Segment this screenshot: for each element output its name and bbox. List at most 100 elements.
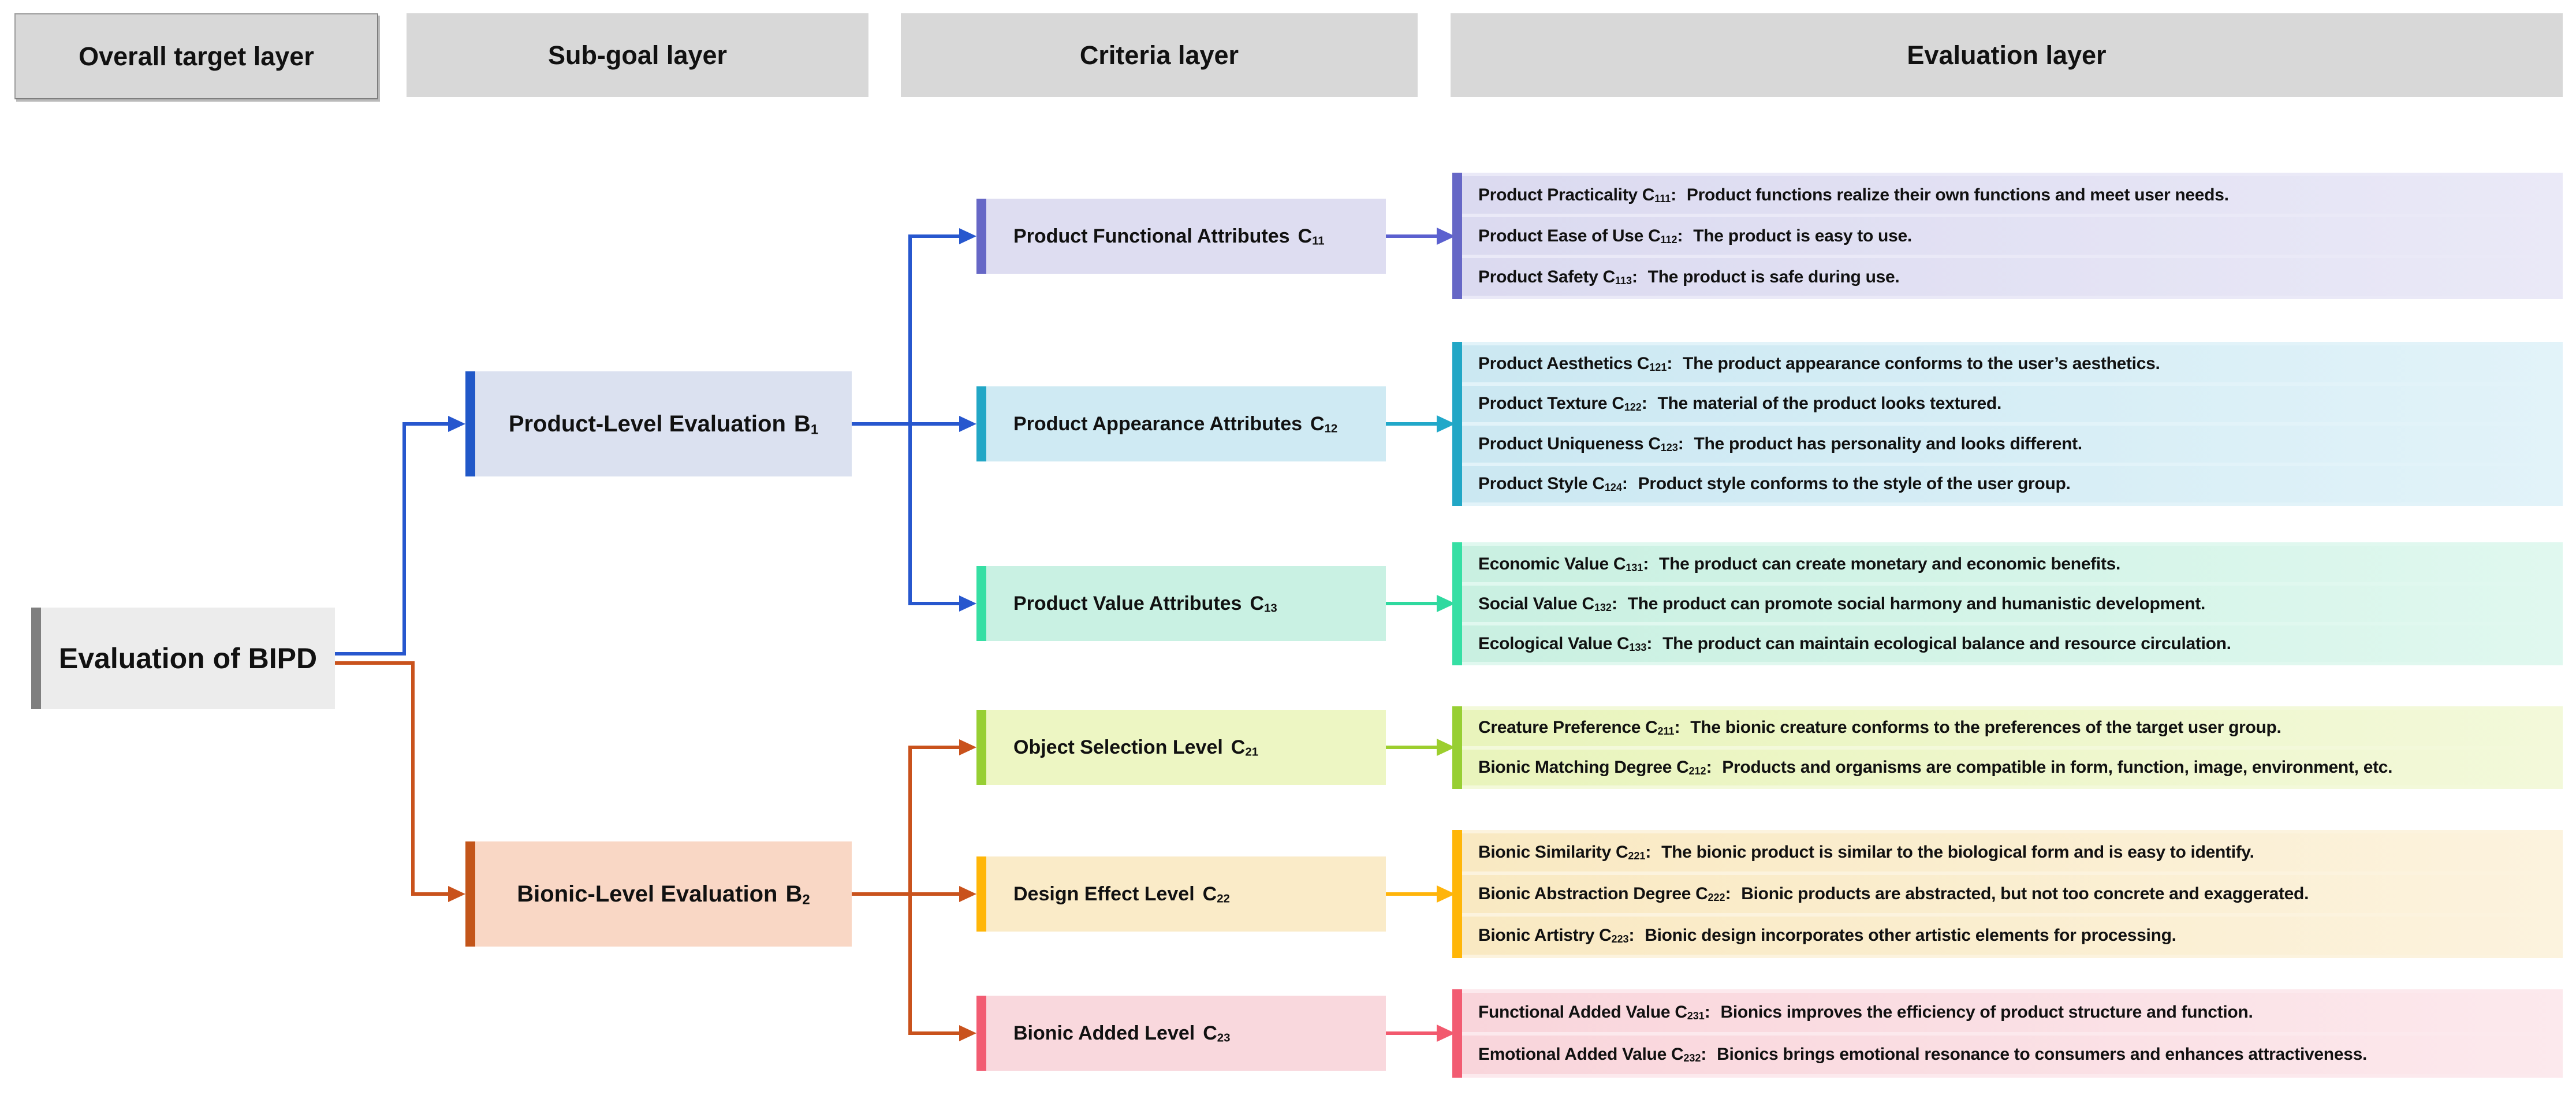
evaluation-item-label: Product Safety C113: (1478, 267, 1638, 286)
evaluation-item-desc: The product can promote social harmony a… (1627, 594, 2206, 613)
accent-bar (976, 566, 986, 641)
evaluation-item: Product Practicality C111: Product functi… (1462, 176, 2563, 214)
evaluation-item-label: Product Practicality C111: (1478, 185, 1676, 204)
header-label: Evaluation layer (1907, 40, 2107, 70)
evaluation-item-desc: Bionic products are abstracted, but not … (1741, 884, 2309, 903)
evaluation-item-desc: The bionic product is similar to the bio… (1661, 843, 2254, 862)
evaluation-panel-c23: Functional Added Value C231: Bionics impr… (1452, 989, 2563, 1078)
accent-bar (976, 710, 986, 785)
evaluation-item-desc: The material of the product looks textur… (1657, 394, 2001, 414)
evaluation-item-desc: Bionic design incorporates other artisti… (1645, 926, 2176, 945)
evaluation-item-desc: Bionics brings emotional resonance to co… (1717, 1045, 2368, 1064)
accent-bar (1452, 542, 1462, 665)
evaluation-item: Product Ease of Use C112: The product is … (1462, 217, 2563, 255)
accent-bar (1452, 830, 1462, 958)
evaluation-item: Bionic Abstraction Degree C222: Bionic pr… (1462, 875, 2563, 913)
evaluation-item: Bionic Matching Degree C212: Products and… (1462, 749, 2563, 785)
evaluation-item-desc: Product functions realize their own func… (1686, 185, 2229, 204)
header-sub-goal-layer: Sub-goal layer (407, 13, 868, 97)
product-branch-connectors (335, 228, 976, 655)
evaluation-item: Ecological Value C133: The product can ma… (1462, 625, 2563, 662)
evaluation-item-desc: Bionics improves the efficiency of produ… (1720, 1002, 2253, 1022)
header-label: Overall target layer (79, 41, 314, 71)
target-label: Evaluation of BIPD (58, 642, 318, 675)
evaluation-item-desc: The product is safe during use. (1647, 267, 1900, 286)
evaluation-item: Product Safety C113: The product is safe … (1462, 258, 2563, 296)
evaluation-panel-c11: Product Practicality C111: Product functi… (1452, 173, 2563, 299)
evaluation-item-label: Bionic Artistry C223: (1478, 926, 1635, 945)
evaluation-item-desc: The product can create monetary and econ… (1659, 554, 2121, 573)
accent-bar (1452, 706, 1462, 789)
evaluation-item-label: Bionic Matching Degree C212: (1478, 757, 1712, 777)
evaluation-item-desc: The product is easy to use. (1693, 226, 1912, 245)
bionic-branch-connectors (335, 661, 976, 1041)
evaluation-item: Product Aesthetics C121: The product appe… (1462, 345, 2563, 382)
evaluation-item-label: Bionic Similarity C221: (1478, 843, 1652, 862)
evaluation-panel-c13: Economic Value C131: The product can crea… (1452, 542, 2563, 665)
evaluation-item-desc: The product can maintain ecological bala… (1662, 634, 2231, 653)
evaluation-item-label: Product Ease of Use C112: (1478, 226, 1683, 245)
evaluation-item: Bionic Similarity C221: The bionic produc… (1462, 833, 2563, 871)
evaluation-item-label: Product Uniqueness C123: (1478, 434, 1684, 453)
evaluation-item: Functional Added Value C231: Bionics impr… (1462, 993, 2563, 1032)
evaluation-item: Bionic Artistry C223: Bionic design incor… (1462, 917, 2563, 955)
accent-bar (1452, 989, 1462, 1078)
accent-bar (465, 371, 475, 476)
accent-bar (976, 199, 986, 274)
evaluation-item-label: Bionic Abstraction Degree C222: (1478, 884, 1731, 904)
header-label: Sub-goal layer (547, 40, 728, 70)
evaluation-item-desc: Products and organisms are compatible in… (1722, 757, 2393, 777)
evaluation-panel-c22: Bionic Similarity C221: The bionic produc… (1452, 830, 2563, 958)
evaluation-item-label: Product Style C124: (1478, 474, 1628, 494)
evaluation-panel-c21: Creature Preference C211: The bionic crea… (1452, 706, 2563, 789)
evaluation-item-desc: The product has personality and looks di… (1694, 434, 2082, 453)
evaluation-item: Emotional Added Value C232: Bionics bring… (1462, 1035, 2563, 1074)
accent-bar (1452, 342, 1462, 506)
evaluation-panel-c12: Product Aesthetics C121: The product appe… (1452, 342, 2563, 506)
evaluation-item-desc: The product appearance conforms to the u… (1683, 353, 2160, 373)
accent-bar (976, 996, 986, 1071)
header-criteria-layer: Criteria layer (901, 13, 1418, 97)
accent-bar (31, 608, 41, 709)
evaluation-item-desc: The bionic creature conforms to the pref… (1690, 718, 2282, 738)
header-evaluation-layer: Evaluation layer (1451, 13, 2563, 97)
evaluation-item: Product Style C124: Product style conform… (1462, 465, 2563, 502)
evaluation-item-label: Emotional Added Value C232: (1478, 1045, 1707, 1064)
evaluation-item-desc: Product style conforms to the style of t… (1638, 474, 2071, 494)
accent-bar (1452, 173, 1462, 299)
evaluation-item: Product Uniqueness C123: The product has … (1462, 426, 2563, 463)
evaluation-item: Product Texture C122: The material of the… (1462, 385, 2563, 422)
header-overall-target-layer: Overall target layer (14, 13, 378, 99)
evaluation-item-label: Creature Preference C211: (1478, 718, 1680, 738)
evaluation-item: Creature Preference C211: The bionic crea… (1462, 710, 2563, 746)
evaluation-item-label: Product Aesthetics C121: (1478, 353, 1673, 373)
evaluation-item: Economic Value C131: The product can crea… (1462, 546, 2563, 582)
evaluation-item-label: Social Value C132: (1478, 594, 1617, 613)
accent-bar (976, 856, 986, 932)
criteria-to-evaluation-connectors (1386, 228, 1455, 1042)
accent-bar (465, 841, 475, 947)
evaluation-item-label: Product Texture C122: (1478, 394, 1647, 414)
evaluation-item-label: Economic Value C131: (1478, 554, 1649, 573)
target-box-evaluation-of-bipd: Evaluation of BIPD (31, 608, 335, 709)
evaluation-item-label: Functional Added Value C231: (1478, 1002, 1710, 1022)
evaluation-item-label: Ecological Value C133: (1478, 634, 1653, 653)
